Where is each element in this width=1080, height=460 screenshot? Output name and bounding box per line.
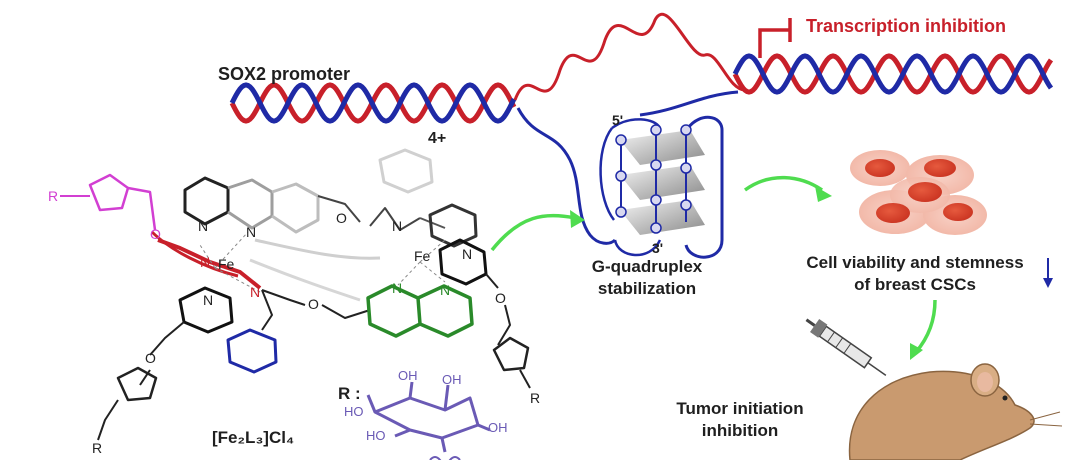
tumor-initiation-line1: Tumor initiation — [676, 399, 804, 418]
tumor-initiation-line2: inhibition — [701, 421, 779, 440]
arrow-heads — [570, 186, 923, 360]
cell-viability-line2: of breast CSCs — [854, 275, 976, 294]
g-quadruplex-line2: stabilization — [597, 279, 697, 298]
tetrad-planes — [620, 130, 705, 235]
atom-fe-left: Fe — [218, 256, 235, 272]
dna-helix-right — [732, 53, 1054, 95]
sugar-oh-1: OH — [398, 368, 418, 383]
g-quadruplex-line1: G-quadruplex — [591, 257, 703, 276]
cancer-cells — [850, 150, 987, 235]
atom-n-green-2: N — [440, 282, 451, 298]
g-quadruplex-label: G-quadruplex stabilization — [582, 256, 712, 300]
charge-label: 4+ — [428, 130, 447, 147]
atom-n-green-1: N — [392, 280, 403, 296]
sugar-ho-1: HO — [344, 404, 364, 419]
dna-strand-red-right — [732, 53, 1054, 95]
atom-n-1: N — [198, 218, 209, 234]
cell-viability-line1: Cell viability and stemness — [806, 253, 1024, 272]
r-group-label: R : — [338, 384, 361, 403]
dna-strand-blue-left — [229, 82, 517, 124]
atom-o-mid: O — [308, 296, 319, 312]
transcription-inhibition-label: Transcription inhibition — [806, 16, 1006, 36]
sugar-structure — [366, 381, 491, 453]
atom-n-2: N — [246, 224, 257, 240]
tumor-initiation-label: Tumor initiation inhibition — [650, 398, 830, 442]
wavy-bond — [429, 456, 461, 460]
three-prime-label: 3' — [652, 240, 664, 256]
atom-o-right: O — [495, 290, 506, 306]
atom-n-3: N — [203, 292, 214, 308]
atom-fe-right: Fe — [414, 248, 431, 264]
dna-strand-blue-right — [732, 53, 1054, 95]
dna-single-strand-red — [513, 12, 746, 101]
cell-viability-label: Cell viability and stemness of breast CS… — [788, 252, 1042, 296]
dna-strand-to-helix — [639, 90, 739, 117]
sugar-ho-2: HO — [366, 428, 386, 443]
sugar-oh-3: OH — [488, 420, 508, 435]
atom-o-magenta: O — [150, 226, 161, 242]
g-quadruplex — [599, 115, 724, 259]
atom-n-amine-left: N — [250, 284, 261, 300]
five-prime-label: 5' — [612, 112, 624, 128]
helicate-structure — [60, 148, 531, 441]
atom-r-magenta: R — [48, 188, 59, 204]
sox2-promoter-label: SOX2 promoter — [218, 64, 351, 84]
sugar-oh-2: OH — [442, 372, 462, 387]
inhibition-symbol — [758, 18, 792, 58]
atom-r-left: R — [92, 440, 103, 456]
atom-o-top: O — [336, 210, 347, 226]
atom-o-left: O — [145, 350, 156, 366]
atom-n-4: N — [462, 246, 473, 262]
atom-n-red: N — [200, 254, 211, 270]
dna-single-strand-blue — [516, 107, 617, 245]
atom-r-right: R — [530, 390, 541, 406]
dna-helix-left — [229, 82, 517, 124]
mouse-illustration — [805, 318, 1063, 460]
atom-n-amine-right: N — [392, 218, 403, 234]
down-arrow — [1043, 258, 1053, 288]
complex-formula-label: [Fe₂L₃]Cl₄ — [212, 428, 295, 447]
